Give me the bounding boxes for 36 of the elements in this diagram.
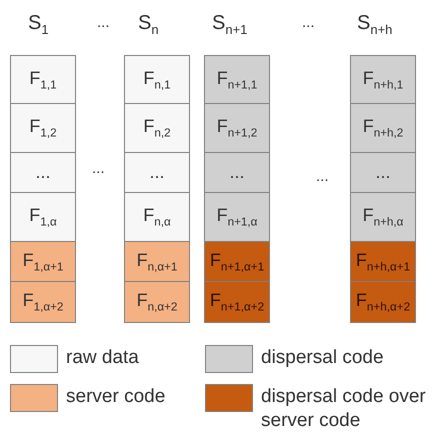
table-cell: F$_{n+1,1}$ bbox=[204, 55, 270, 104]
legend-text: server code bbox=[66, 385, 166, 409]
table-cell: F$_{n+1,α}$ bbox=[204, 192, 270, 242]
table-cell: F$_{n,α+1}$ bbox=[124, 241, 190, 282]
table-cell: F$_{n,α+2}$ bbox=[124, 281, 190, 323]
ellipsis: ... bbox=[316, 168, 329, 185]
ellipsis: ... bbox=[302, 14, 315, 31]
table-cell: F$_{1,α}$ bbox=[10, 192, 76, 242]
legend-text: dispersal code bbox=[261, 346, 385, 370]
column-heading: S$_{n}$ bbox=[138, 12, 159, 37]
table-cell: F$_{n+h,α+1}$ bbox=[350, 241, 416, 282]
table-cell: F$_{n+h,2}$ bbox=[350, 103, 416, 153]
table-cell: F$_{n+1,α+1}$ bbox=[204, 241, 270, 282]
table-cell: ... bbox=[204, 152, 270, 193]
table-cell: F$_{n,1}$ bbox=[124, 55, 190, 104]
table-cell: F$_{1,α+2}$ bbox=[10, 281, 76, 323]
ellipsis: ... bbox=[92, 160, 105, 177]
table-cell: F$_{n+1,2}$ bbox=[204, 103, 270, 153]
table-cell: ... bbox=[10, 152, 76, 193]
table-cell: F$_{1,2}$ bbox=[10, 103, 76, 153]
legend-text: raw data bbox=[66, 346, 140, 370]
table-cell: ... bbox=[124, 152, 190, 193]
table-cell: F$_{1,1}$ bbox=[10, 55, 76, 104]
column-heading: S$_{n+1}$ bbox=[212, 12, 248, 37]
table-cell: F$_{n+h,1}$ bbox=[350, 55, 416, 104]
column-heading: S$_{n+h}$ bbox=[357, 12, 392, 37]
table-cell: F$_{n+h,α}$ bbox=[350, 192, 416, 242]
table-cell: F$_{n+1,α+2}$ bbox=[204, 281, 270, 323]
table-cell: ... bbox=[350, 152, 416, 193]
table-cell: F$_{1,α+1}$ bbox=[10, 241, 76, 282]
table-cell: F$_{n,α}$ bbox=[124, 192, 190, 242]
column-heading: S$_{1}$ bbox=[28, 12, 49, 37]
table-cell: F$_{n+h,α+2}$ bbox=[350, 281, 416, 323]
table-cell: F$_{n,2}$ bbox=[124, 103, 190, 153]
ellipsis: ... bbox=[97, 14, 110, 31]
legend-text: dispersal code over server code bbox=[261, 385, 427, 433]
